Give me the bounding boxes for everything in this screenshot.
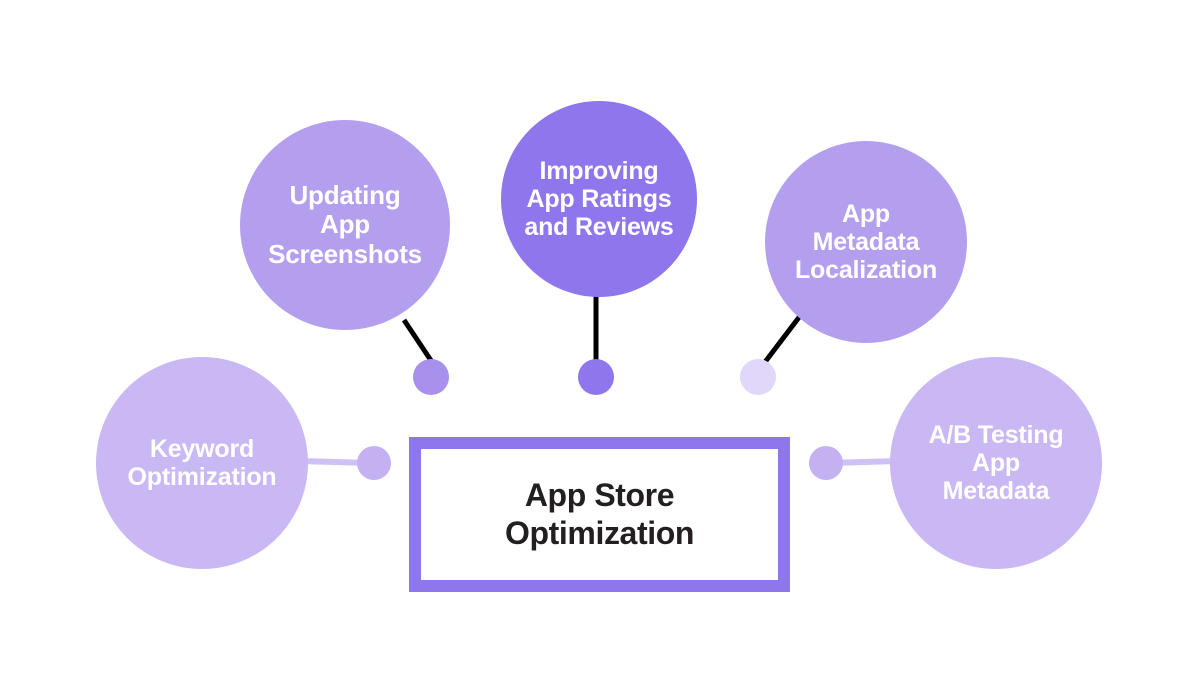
center-node-inner: App Store Optimization — [421, 449, 778, 580]
connector-dot-keyword-optimization — [357, 446, 391, 480]
center-node-title: App Store Optimization — [505, 476, 694, 551]
center-node-box[interactable]: App Store Optimization — [409, 437, 790, 592]
bubble-label-keyword-optimization: Keyword Optimization — [127, 435, 277, 491]
connector-line-app-metadata-localization — [760, 314, 802, 368]
bubble-label-improving-app-ratings: Improving App Ratings and Reviews — [524, 157, 674, 241]
bubble-app-metadata-localization[interactable]: App Metadata Localization — [765, 141, 967, 343]
bubble-improving-app-ratings[interactable]: Improving App Ratings and Reviews — [501, 101, 697, 297]
bubble-label-app-metadata-localization: App Metadata Localization — [794, 200, 938, 284]
connector-dot-updating-app-screenshots — [413, 359, 449, 395]
connector-dot-improving-app-ratings — [578, 359, 614, 395]
connector-dot-app-metadata-localization — [740, 359, 776, 395]
bubble-keyword-optimization[interactable]: Keyword Optimization — [96, 357, 308, 569]
bubble-label-ab-testing-app-metadata: A/B Testing App Metadata — [928, 421, 1064, 505]
bubble-updating-app-screenshots[interactable]: Updating App Screenshots — [240, 120, 450, 330]
bubble-label-updating-app-screenshots: Updating App Screenshots — [268, 180, 422, 269]
bubble-ab-testing-app-metadata[interactable]: A/B Testing App Metadata — [890, 357, 1102, 569]
connector-dot-ab-testing-app-metadata — [809, 446, 843, 480]
